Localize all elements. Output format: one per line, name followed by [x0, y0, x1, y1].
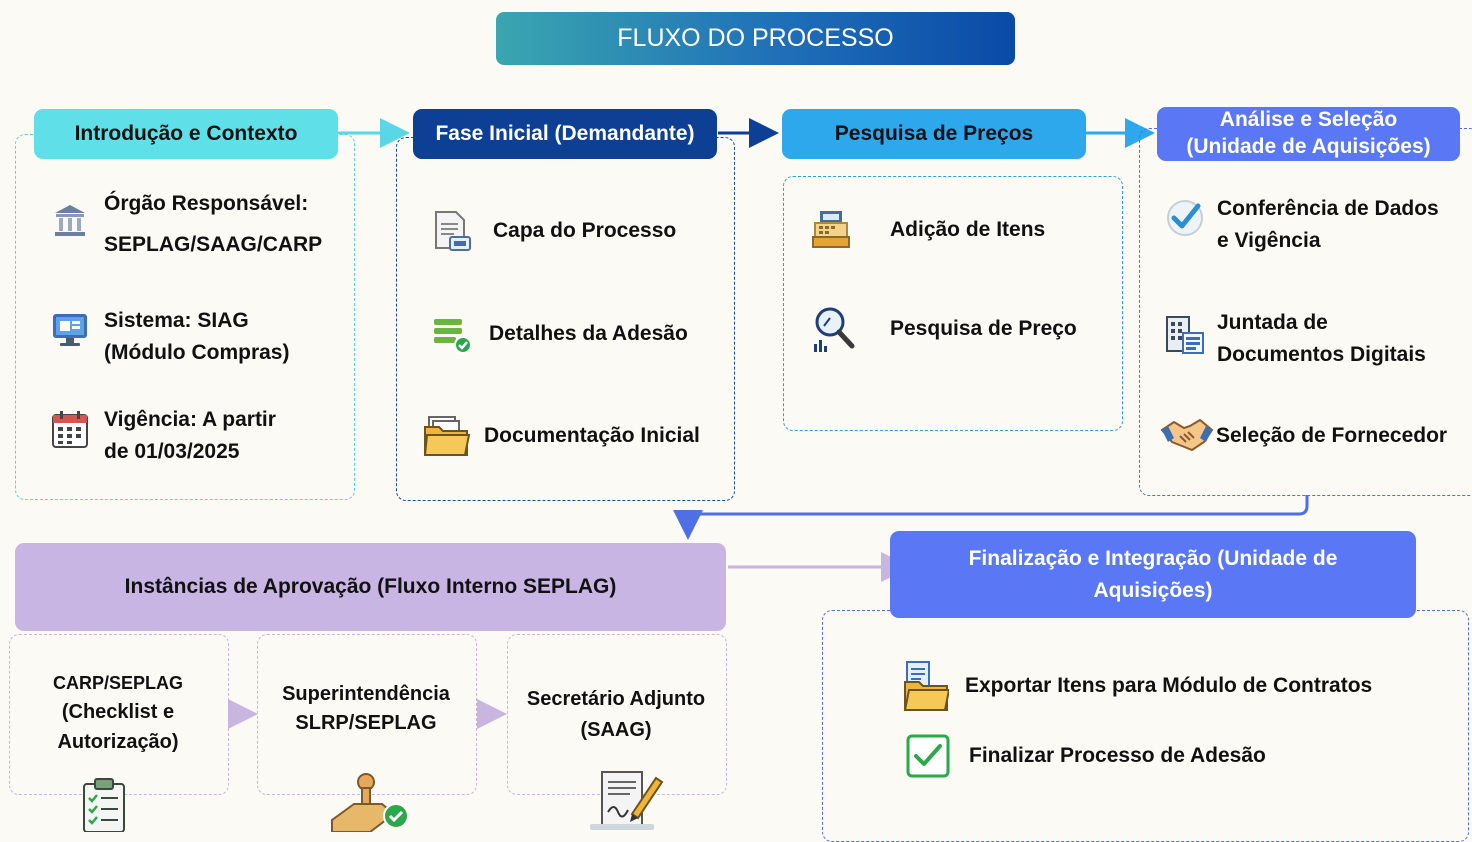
- pesquisa-preco-item: Pesquisa de Preço: [810, 304, 1110, 354]
- orgao-item: Órgão Responsável: SEPLAG/SAAG/CARP: [48, 190, 348, 266]
- exportar-label: Exportar Itens para Módulo de Contratos: [965, 674, 1373, 698]
- cash-register-icon: [810, 209, 854, 251]
- checkmark-circle-icon: [1164, 193, 1206, 243]
- juntada-item: Juntada de Documentos Digitais: [1164, 307, 1469, 370]
- finalizacao-header-line2: Aquisições): [1093, 578, 1213, 602]
- capa-item: Capa do Processo: [428, 210, 728, 252]
- super-text: Superintendência SLRP/SEPLAG: [257, 680, 475, 738]
- documentacao-label: Documentação Inicial: [484, 424, 700, 448]
- orgao-label: Órgão Responsável:: [104, 192, 309, 215]
- building-documents-icon: [1164, 307, 1206, 363]
- check-square-icon: [906, 734, 950, 778]
- documentacao-item: Documentação Inicial: [422, 412, 727, 460]
- secretario-line2: (SAAG): [580, 719, 652, 741]
- conferencia-item: Conferência de Dados e Vigência: [1164, 193, 1469, 256]
- carp-text: CARP/SEPLAG (Checklist e Autorização): [9, 670, 227, 757]
- analise-header-line1: Análise e Seleção: [1219, 108, 1398, 132]
- computer-monitor-icon: [48, 305, 92, 353]
- finalizacao-panel: [822, 610, 1469, 842]
- approval-stamp-icon: [324, 770, 412, 832]
- detalhes-item: Detalhes da Adesão: [428, 313, 728, 355]
- finalizar-label: Finalizar Processo de Adesão: [969, 744, 1266, 768]
- finalizacao-header: Finalização e Integração (Unidade de Aqu…: [890, 531, 1416, 618]
- clipboard-checklist-icon: [80, 778, 128, 832]
- conferencia-line2: e Vigência: [1217, 228, 1321, 252]
- handshake-icon: [1160, 414, 1214, 458]
- analise-header: Análise e Seleção (Unidade de Aquisições…: [1157, 107, 1460, 161]
- sistema-line2: (Módulo Compras): [104, 340, 290, 364]
- vigencia-line1: Vigência: A partir: [104, 408, 276, 431]
- finalizar-item: Finalizar Processo de Adesão: [906, 734, 1446, 778]
- instancias-header: Instâncias de Aprovação (Fluxo Interno S…: [15, 543, 726, 631]
- intro-header: Introdução e Contexto: [34, 109, 338, 159]
- super-line1: Superintendência: [282, 683, 450, 705]
- selecao-item: Seleção de Fornecedor: [1160, 414, 1470, 458]
- vigencia-text: Vigência: A partir de 01/03/2025: [104, 404, 276, 467]
- capa-label: Capa do Processo: [493, 219, 677, 243]
- conferencia-line1: Conferência de Dados: [1217, 197, 1439, 220]
- pesquisa-header: Pesquisa de Preços: [782, 109, 1086, 159]
- process-flow-title: FLUXO DO PROCESSO: [496, 12, 1015, 65]
- vigencia-item: Vigência: A partir de 01/03/2025: [48, 404, 348, 467]
- juntada-text: Juntada de Documentos Digitais: [1217, 307, 1426, 370]
- adicao-item: Adição de Itens: [810, 209, 1110, 251]
- adicao-label: Adição de Itens: [890, 218, 1046, 242]
- carp-line3: Autorização): [57, 731, 179, 753]
- super-line2: SLRP/SEPLAG: [295, 712, 437, 734]
- analise-header-line2: (Unidade de Aquisições): [1186, 135, 1431, 158]
- calendar-icon: [48, 404, 92, 456]
- sistema-item: Sistema: SIAG (Módulo Compras): [48, 305, 348, 368]
- vigencia-line2: de 01/03/2025: [104, 439, 240, 463]
- selecao-label: Seleção de Fornecedor: [1216, 424, 1448, 448]
- sistema-line1: Sistema: SIAG: [104, 309, 249, 332]
- secretario-line1: Secretário Adjunto: [526, 688, 706, 710]
- carp-line1: CARP/SEPLAG: [52, 673, 184, 693]
- finalizacao-header-line1: Finalização e Integração (Unidade de: [968, 547, 1338, 570]
- government-building-icon: [48, 190, 92, 250]
- magnifier-chart-icon: [810, 304, 858, 354]
- orgao-value: SEPLAG/SAAG/CARP: [104, 232, 323, 256]
- exportar-item: Exportar Itens para Módulo de Contratos: [903, 660, 1443, 712]
- sistema-text: Sistema: SIAG (Módulo Compras): [104, 305, 289, 368]
- signed-document-icon: [584, 768, 668, 832]
- document-icon: [428, 210, 476, 252]
- conferencia-text: Conferência de Dados e Vigência: [1217, 193, 1439, 256]
- folder-documents-icon: [903, 660, 949, 712]
- arrow-analise-to-instancias: [673, 495, 1309, 540]
- fase-header: Fase Inicial (Demandante): [413, 109, 717, 159]
- secretario-text: Secretário Adjunto (SAAG): [507, 684, 725, 746]
- list-check-icon: [428, 313, 476, 355]
- orgao-text: Órgão Responsável: SEPLAG/SAAG/CARP: [104, 184, 322, 266]
- pesquisa-panel: [783, 176, 1123, 431]
- detalhes-label: Detalhes da Adesão: [489, 322, 688, 346]
- juntada-line2: Documentos Digitais: [1217, 342, 1426, 366]
- pesquisa-preco-label: Pesquisa de Preço: [890, 317, 1077, 341]
- juntada-line1: Juntada de: [1217, 311, 1328, 334]
- folder-icon: [422, 412, 472, 460]
- carp-line2: (Checklist e: [61, 701, 175, 723]
